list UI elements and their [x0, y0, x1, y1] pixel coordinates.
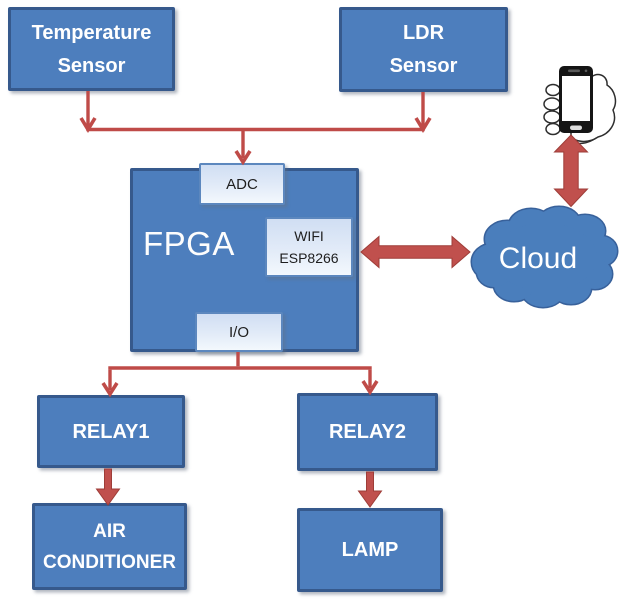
phone-camera-dot [584, 69, 588, 73]
edge-ldr-to-adc [414, 92, 432, 133]
io-label: I/O [228, 323, 249, 341]
phone-screen [562, 76, 590, 121]
node-lamp: LAMP [297, 508, 443, 592]
phone-speaker [568, 69, 580, 73]
air-conditioner-label-line2: CONDITIONER [43, 551, 176, 573]
cloud-label: Cloud [499, 242, 577, 275]
ldr-sensor-label-line1: LDR [402, 22, 445, 44]
lamp-label: LAMP [341, 539, 399, 561]
chip-adc: ADC [199, 163, 285, 205]
edge-wifi-cloud-double-arrow [360, 235, 471, 269]
chip-io: I/O [195, 312, 283, 352]
edge-relay1-to-air-conditioner [95, 468, 121, 506]
node-relay1: RELAY1 [37, 395, 185, 468]
chip-wifi-esp8266: WIFI ESP8266 [265, 217, 353, 277]
temperature-sensor-label-line2: Sensor [57, 54, 126, 77]
phone-home-button [570, 125, 582, 130]
relay1-label: RELAY1 [72, 420, 150, 443]
fpga-label: FPGA [143, 225, 235, 262]
relay2-label: RELAY2 [328, 421, 407, 443]
cloud-shape: Cloud [470, 205, 619, 309]
edge-temperature-to-adc [79, 91, 97, 133]
node-ldr-sensor: LDR Sensor [339, 7, 508, 92]
ldr-sensor-label-line2: Sensor [389, 55, 458, 77]
adc-label: ADC [226, 175, 258, 193]
wifi-label-line1: WIFI [294, 228, 324, 244]
edge-cloud-phone-double-arrow [553, 134, 589, 208]
node-air-conditioner: AIR CONDITIONER [32, 503, 187, 590]
phone-body [559, 66, 593, 133]
edge-relay2-to-lamp [357, 471, 383, 508]
edge-io-to-relays [101, 352, 379, 398]
wifi-label-line2: ESP8266 [279, 250, 339, 266]
node-temperature-sensor: Temperature Sensor [8, 7, 175, 91]
temperature-sensor-label-line1: Temperature [31, 21, 152, 44]
edge-bus-to-adc [234, 131, 252, 166]
air-conditioner-label-line1: AIR [93, 520, 126, 542]
node-relay2: RELAY2 [297, 393, 438, 471]
smartphone-icon [543, 66, 617, 145]
